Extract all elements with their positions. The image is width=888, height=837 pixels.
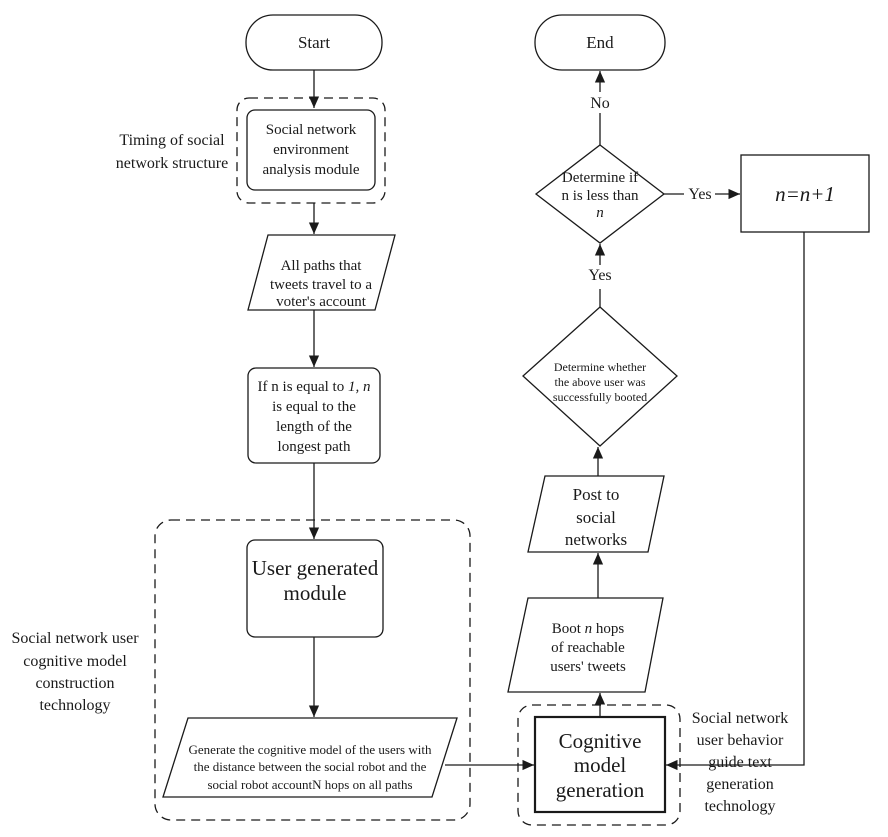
svg-text:End: End	[586, 33, 614, 52]
svg-text:voter's account: voter's account	[276, 294, 367, 310]
post-to-social-networks: Post to social networks	[527, 475, 665, 553]
svg-text:n is less than: n is less than	[561, 188, 639, 204]
end-terminal: End	[534, 14, 666, 71]
svg-text:length of the: length of the	[276, 419, 352, 435]
svg-text:Cognitive: Cognitive	[559, 729, 642, 753]
determine-booted-decision: Determine whether the above user was suc…	[522, 306, 678, 447]
svg-text:technology: technology	[39, 697, 110, 714]
user-model-label: Social network user cognitive model cons…	[11, 630, 139, 714]
svg-text:successfully booted: successfully booted	[553, 390, 647, 404]
svg-text:social robot accountN hops on: social robot accountN hops on all paths	[207, 777, 412, 792]
svg-text:technology: technology	[704, 798, 775, 815]
svg-text:Determine whether: Determine whether	[554, 360, 646, 374]
increment-n-process: n=n+1	[740, 154, 870, 233]
svg-text:cognitive model: cognitive model	[23, 653, 127, 670]
user-model-group	[154, 519, 471, 821]
svg-text:user behavior: user behavior	[697, 732, 784, 749]
no-label: No	[590, 95, 610, 112]
svg-text:Start: Start	[298, 33, 330, 52]
svg-text:is equal to the: is equal to the	[272, 399, 356, 415]
svg-text:generation: generation	[706, 776, 774, 793]
svg-text:Generate the cognitive model o: Generate the cognitive model of the user…	[189, 742, 432, 757]
svg-text:n: n	[596, 205, 604, 221]
yes-label: Yes	[688, 186, 711, 203]
timing-label: Timing of social network structure	[116, 132, 228, 172]
svg-text:If n is equal to 1, n: If n is equal to 1, n	[258, 379, 371, 395]
svg-text:Social network user: Social network user	[11, 630, 139, 647]
svg-text:Determine if: Determine if	[562, 170, 638, 186]
env-analysis-module: Social network environment analysis modu…	[246, 109, 376, 191]
svg-text:Post to: Post to	[573, 485, 620, 504]
svg-text:Social network: Social network	[266, 122, 357, 138]
svg-text:users' tweets: users' tweets	[550, 659, 626, 675]
svg-text:tweets travel to a: tweets travel to a	[270, 277, 372, 293]
timing-group	[236, 97, 386, 204]
all-paths-data: All paths that tweets travel to a voter'…	[247, 234, 396, 311]
yes-label: Yes	[588, 267, 611, 284]
guide-label: Social network user behavior guide text …	[692, 710, 788, 815]
svg-text:Timing of social: Timing of social	[119, 132, 225, 149]
svg-text:All paths that: All paths that	[281, 258, 363, 274]
svg-text:social: social	[576, 508, 616, 527]
svg-text:module: module	[284, 581, 347, 605]
determine-n-decision: Determine if n is less than n	[534, 144, 666, 244]
svg-text:construction: construction	[35, 675, 114, 692]
svg-text:generation: generation	[556, 778, 645, 802]
generate-cognitive-model: Generate the cognitive model of the user…	[162, 717, 458, 798]
user-generated-module: User generated module	[246, 539, 384, 638]
svg-text:model: model	[574, 753, 627, 777]
svg-text:the distance between the socia: the distance between the social robot an…	[194, 759, 427, 774]
svg-text:the above user was: the above user was	[555, 375, 646, 389]
if-n-process: If n is equal to 1, n is equal to the le…	[247, 367, 381, 464]
svg-text:networks: networks	[565, 530, 627, 549]
svg-text:Social network: Social network	[692, 710, 788, 727]
start-terminal: Start	[245, 14, 383, 71]
svg-text:analysis module: analysis module	[262, 162, 359, 178]
svg-text:User generated: User generated	[252, 556, 379, 580]
svg-text:n=n+1: n=n+1	[775, 182, 835, 206]
svg-text:longest path: longest path	[278, 439, 351, 455]
cognitive-model-generation: Cognitive model generation	[533, 715, 667, 814]
svg-text:network structure: network structure	[116, 155, 228, 172]
svg-text:environment: environment	[273, 142, 350, 158]
svg-text:of reachable: of reachable	[551, 640, 625, 656]
svg-text:guide text: guide text	[708, 754, 772, 771]
boot-hops-data: Boot n hops of reachable users' tweets	[507, 597, 664, 693]
svg-text:Boot n hops: Boot n hops	[552, 621, 625, 637]
loop-arrow	[666, 232, 805, 771]
